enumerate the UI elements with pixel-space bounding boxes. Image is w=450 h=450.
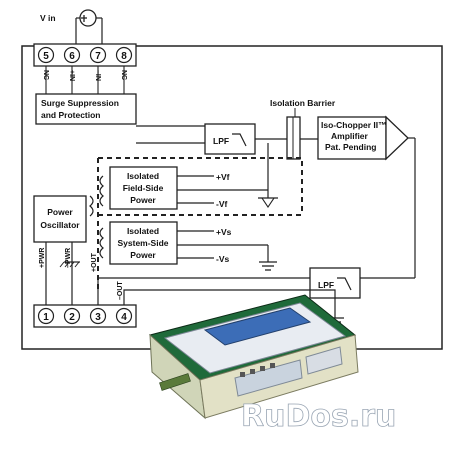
bottom-pin-1: 1 <box>37 307 55 325</box>
bottom-pin-label-pos-out: +OUT <box>91 252 98 272</box>
top-pin-label-nc1: NC <box>42 70 49 80</box>
top-pin-label-nc2: NC <box>120 70 127 80</box>
watermark-text: RuDos.ru <box>241 399 396 434</box>
top-pin-8: 8 <box>115 46 133 64</box>
svg-text:Power: Power <box>130 195 156 205</box>
amplifier-triangle-icon <box>385 115 409 161</box>
system-ground-icon <box>259 261 277 271</box>
lowpass-icon <box>232 133 247 147</box>
svg-text:Field-Side: Field-Side <box>123 183 164 193</box>
svg-text:LPF: LPF <box>318 280 334 290</box>
svg-text:5: 5 <box>43 51 49 62</box>
rail-pos-vf: +Vf <box>216 172 230 182</box>
rail-neg-vf: -Vf <box>216 199 228 209</box>
bottom-pin-3: 3 <box>89 307 107 325</box>
svg-text:Amplifier: Amplifier <box>331 131 369 141</box>
bottom-pin-2: 2 <box>63 307 81 325</box>
svg-text:Power: Power <box>130 250 156 260</box>
bottom-terminal-block <box>33 304 137 328</box>
svg-text:and Protection: and Protection <box>41 110 101 120</box>
top-pin-label-neg-in: –IN <box>94 70 101 81</box>
product-module-illustration <box>148 294 359 420</box>
svg-text:Pat. Pending: Pat. Pending <box>325 142 376 152</box>
bottom-pin-label-neg-pwr: –PWR <box>65 248 72 268</box>
svg-text:7: 7 <box>95 51 101 62</box>
isolation-barrier-label: Isolation Barrier <box>270 98 336 108</box>
svg-text:Surge Suppression: Surge Suppression <box>41 98 119 108</box>
top-terminal-block <box>33 43 137 67</box>
svg-text:3: 3 <box>95 312 101 323</box>
rail-neg-vs: -Vs <box>216 254 230 264</box>
rail-pos-vs: +Vs <box>216 227 232 237</box>
bottom-pin-label-neg-out: –OUT <box>117 281 124 300</box>
input-lpf-block <box>204 123 256 155</box>
svg-text:6: 6 <box>69 51 75 62</box>
field-side-power-block <box>109 166 178 210</box>
bottom-pin-label-pos-pwr: +PWR <box>39 248 46 268</box>
power-oscillator-block <box>33 195 87 243</box>
system-coil-icon <box>99 227 104 259</box>
amplifier-block <box>317 116 387 160</box>
field-ground-icon <box>260 197 276 208</box>
svg-text:2: 2 <box>69 312 75 323</box>
svg-text:1: 1 <box>43 312 49 323</box>
svg-text:Isolated: Isolated <box>127 226 159 236</box>
output-lowpass-icon <box>337 277 352 291</box>
svg-text:Iso-Chopper II™: Iso-Chopper II™ <box>321 120 387 130</box>
bottom-pin-4: 4 <box>115 307 133 325</box>
svg-text:Isolated: Isolated <box>127 171 159 181</box>
top-pin-5: 5 <box>37 46 55 64</box>
top-pin-label-pos-in: +IN <box>68 70 75 81</box>
oscillator-ground-icon <box>59 261 80 268</box>
oscillator-coil-icon <box>89 195 94 217</box>
isolation-boundary-upper <box>98 157 303 215</box>
surge-suppression-block <box>35 93 137 125</box>
svg-text:Power: Power <box>47 207 73 217</box>
top-pin-6: 6 <box>63 46 81 64</box>
field-coil-icon <box>99 175 104 207</box>
vin-label: V in <box>40 13 56 23</box>
top-pin-7: 7 <box>89 46 107 64</box>
svg-text:LPF: LPF <box>213 136 229 146</box>
svg-text:System-Side: System-Side <box>117 238 168 248</box>
system-side-power-block <box>109 221 178 265</box>
svg-text:4: 4 <box>121 312 127 323</box>
svg-text:Oscillator: Oscillator <box>40 220 80 230</box>
svg-text:8: 8 <box>121 51 127 62</box>
